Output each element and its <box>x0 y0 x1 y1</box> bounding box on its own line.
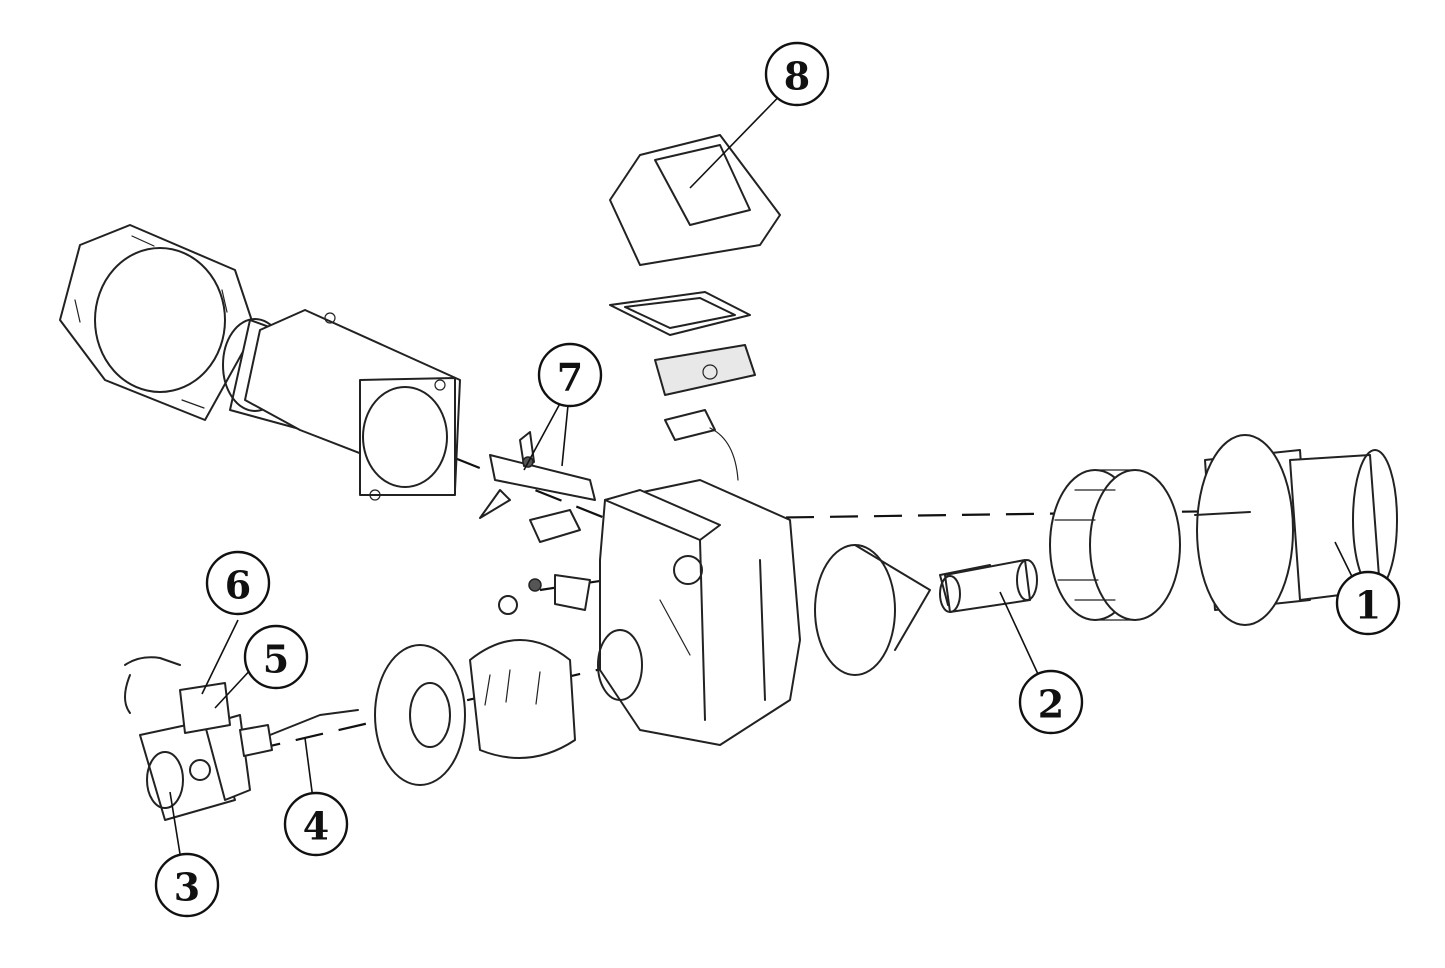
control-box-lid <box>609 134 781 266</box>
burner-housing <box>597 479 801 746</box>
motor-coupling <box>939 559 1038 613</box>
air-intake-cover <box>469 639 576 759</box>
electrode-assembly <box>479 431 596 543</box>
callout-label-2: 2 <box>1038 682 1064 727</box>
callout-5: 5 <box>243 624 309 690</box>
photocell <box>664 409 739 481</box>
callout-label-5: 5 <box>263 637 289 682</box>
callout-4: 4 <box>283 791 349 857</box>
callout-label-8: 8 <box>784 54 810 99</box>
callout-2: 2 <box>1018 669 1084 735</box>
oil-line <box>124 656 359 736</box>
callout-label-6: 6 <box>225 563 251 608</box>
callout-label-7: 7 <box>557 355 583 400</box>
callout-label-3: 3 <box>174 865 200 910</box>
terminal-block <box>654 344 756 396</box>
callout-6: 6 <box>205 550 271 616</box>
callout-7: 7 <box>537 342 603 408</box>
callout-label-1: 1 <box>1355 583 1381 628</box>
electric-motor <box>1194 434 1398 626</box>
fan-wheel <box>1049 469 1181 621</box>
callout-8: 8 <box>764 41 830 107</box>
callout-label-4: 4 <box>303 804 329 849</box>
callout-3: 3 <box>154 852 220 918</box>
blast-tube-flange <box>244 309 461 501</box>
callout-1: 1 <box>1335 570 1401 636</box>
mounting-flange <box>59 224 256 421</box>
air-diffuser-cone <box>814 544 999 676</box>
solenoid-valve <box>179 682 273 757</box>
lid-gasket <box>609 291 751 336</box>
air-damper-disc <box>374 644 466 786</box>
adjustment-fittings <box>498 574 591 615</box>
